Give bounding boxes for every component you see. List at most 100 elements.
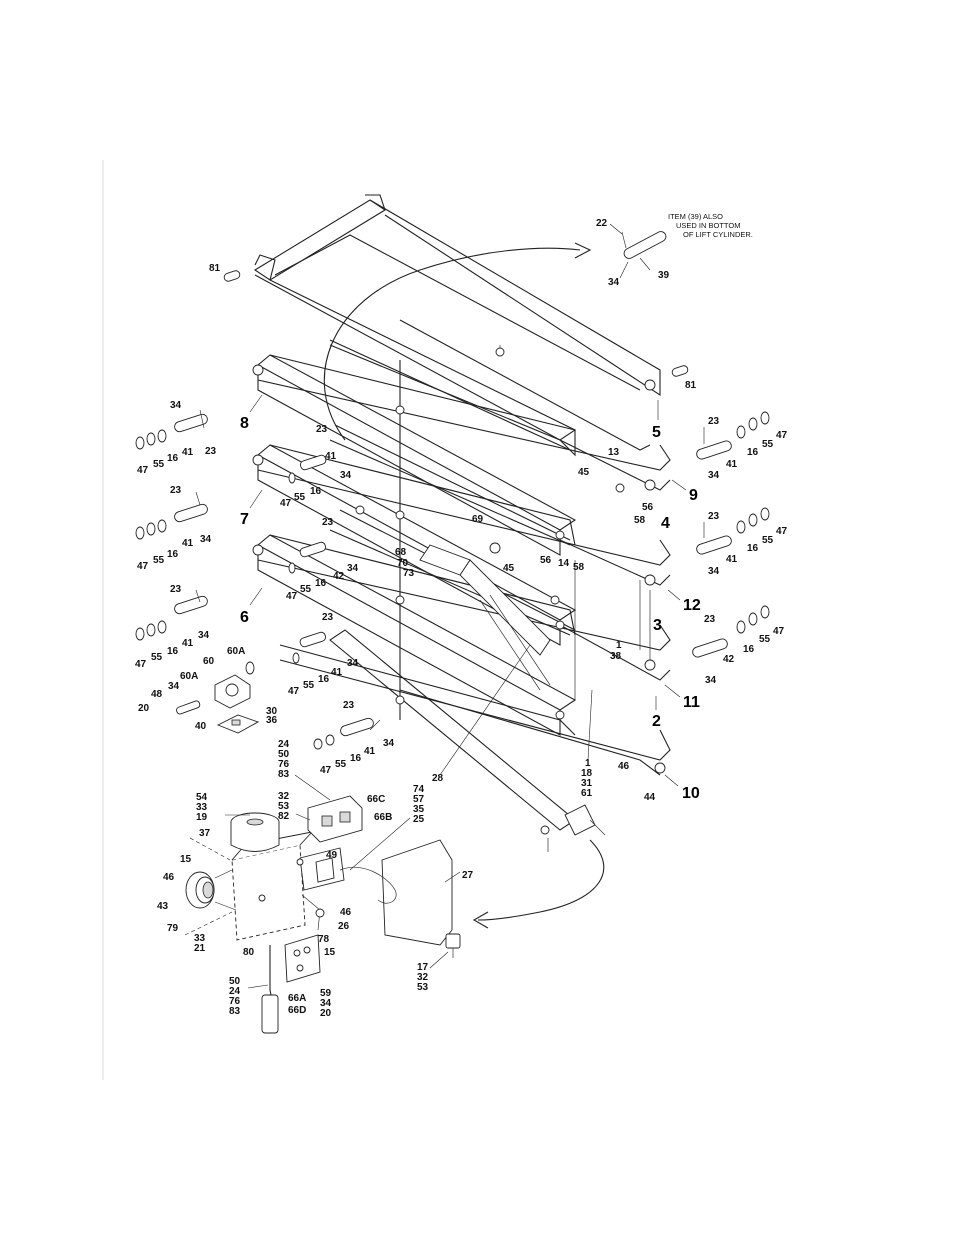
callout: 23: [708, 511, 720, 522]
callout: 34: [347, 658, 359, 669]
top-right-pin: [223, 231, 689, 377]
callout: 47: [776, 526, 788, 537]
callout: 18: [581, 768, 593, 779]
callout: 47: [288, 686, 300, 697]
callout: 49: [326, 850, 338, 861]
arm-label-3: 3: [653, 617, 662, 634]
callout: 31: [581, 778, 593, 789]
arm-label-7: 7: [240, 511, 249, 528]
callout: 41: [182, 638, 194, 649]
callout: 39: [658, 270, 670, 281]
callout: 16: [747, 447, 759, 458]
callout: 60A: [227, 646, 245, 657]
callout: 59: [320, 988, 332, 999]
callout: 34: [347, 563, 359, 574]
callout: 68: [395, 547, 407, 558]
callout: 47: [286, 591, 298, 602]
callout-labels: 22 39 34 81 81 34 41 23 16 55 47 23 41 3…: [135, 218, 788, 1019]
callout: 20: [138, 703, 150, 714]
callout: 41: [182, 447, 194, 458]
callout: 1: [585, 758, 591, 769]
callout: 16: [315, 578, 327, 589]
callout: 66C: [367, 794, 385, 805]
callout: 42: [723, 654, 735, 665]
callout: 45: [578, 467, 590, 478]
callout: 66D: [288, 1005, 306, 1016]
callout: 23: [170, 584, 182, 595]
callout: 76: [278, 759, 290, 770]
callout: 41: [364, 746, 376, 757]
note-line-1: ITEM (39) ALSO: [668, 212, 723, 221]
callout: 47: [137, 465, 149, 476]
pin-set-level-2: [135, 491, 208, 540]
callout: 34: [608, 277, 620, 288]
callout: 50: [229, 976, 241, 987]
callout: 24: [278, 739, 290, 750]
callout: 16: [318, 674, 330, 685]
callout: 23: [322, 517, 334, 528]
callout: 16: [167, 646, 179, 657]
callout: 23: [343, 700, 355, 711]
callout: 57: [413, 794, 425, 805]
callout: 36: [266, 715, 278, 726]
callout: 66B: [374, 812, 392, 823]
callout: 60: [203, 656, 215, 667]
callout: 53: [278, 801, 290, 812]
callout: 58: [573, 562, 585, 573]
callout: 16: [167, 549, 179, 560]
callout: 79: [167, 923, 179, 934]
callout: 70: [397, 558, 409, 569]
callout: 46: [340, 907, 352, 918]
callout: 34: [705, 675, 717, 686]
callout: 34: [200, 534, 212, 545]
callout: 55: [151, 652, 163, 663]
callout: 14: [558, 558, 570, 569]
callout: 45: [503, 563, 515, 574]
callout: 34: [198, 630, 210, 641]
callout: 55: [153, 555, 165, 566]
arm-label-2: 2: [652, 713, 661, 730]
callout: 33: [196, 802, 208, 813]
callout: 56: [642, 502, 654, 513]
callout: 34: [708, 470, 720, 481]
arm-label-12: 12: [683, 597, 701, 614]
callout: 15: [324, 947, 336, 958]
note-line-2: USED IN BOTTOM: [676, 221, 740, 230]
callout: 53: [417, 982, 429, 993]
callout: 81: [685, 380, 697, 391]
callout: 27: [462, 870, 474, 881]
pin-set-right: [692, 411, 770, 658]
callout: 34: [320, 998, 332, 1009]
callout: 35: [413, 804, 425, 815]
callout: 47: [773, 626, 785, 637]
callout: 22: [596, 218, 608, 229]
callout: 1: [616, 640, 622, 651]
callout: 81: [209, 263, 221, 274]
callout: 50: [278, 749, 290, 760]
callout-leaders: [225, 223, 651, 989]
callout: 55: [153, 459, 165, 470]
callout: 41: [726, 459, 738, 470]
callout: 56: [540, 555, 552, 566]
callout: 23: [170, 485, 182, 496]
callout: 34: [340, 470, 352, 481]
callout: 61: [581, 788, 593, 799]
callout: 43: [157, 901, 169, 912]
callout: 47: [280, 498, 292, 509]
callout: 83: [229, 1006, 241, 1017]
arm-label-5: 5: [652, 424, 661, 441]
callout: 24: [229, 986, 241, 997]
callout: 23: [704, 614, 716, 625]
callout: 46: [618, 761, 630, 772]
callout: 74: [413, 784, 425, 795]
callout: 38: [610, 651, 622, 662]
callout: 55: [294, 492, 306, 503]
callout: 32: [417, 972, 429, 983]
callout: 33: [194, 933, 206, 944]
callout: 23: [205, 446, 217, 457]
arm-label-10: 10: [682, 785, 700, 802]
callout: 34: [383, 738, 395, 749]
arm-label-8: 8: [240, 415, 249, 432]
callout: 41: [726, 554, 738, 565]
